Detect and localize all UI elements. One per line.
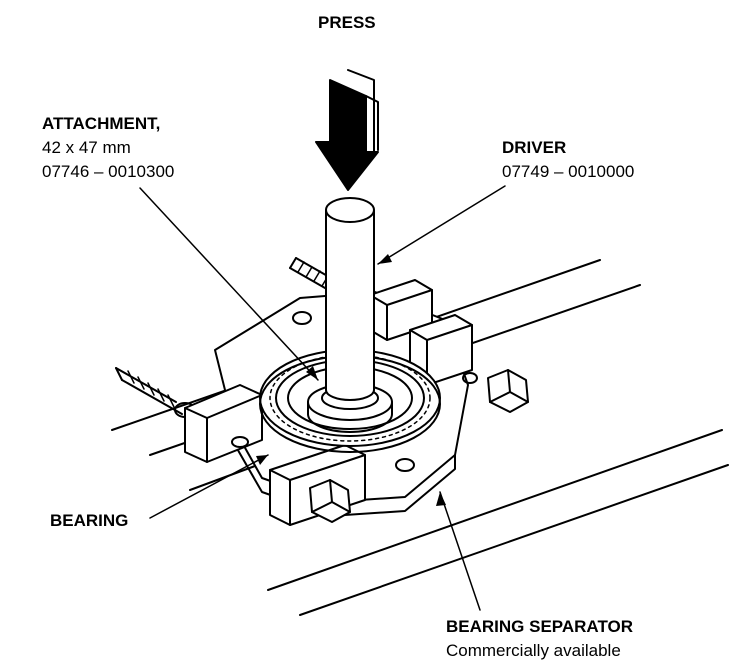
attachment-part-number: 07746 – 0010300 [42, 162, 175, 181]
bearing-separator-label: BEARING SEPARATOR [446, 617, 634, 636]
leader-lines [139, 185, 506, 611]
attachment-size: 42 x 47 mm [42, 138, 131, 157]
right-hex-nut [487, 369, 529, 413]
attachment-label: ATTACHMENT, [42, 114, 161, 133]
left-threaded-bolt [115, 367, 196, 418]
driver-label: DRIVER [502, 138, 567, 157]
driver-shaft [325, 197, 375, 401]
driver-part-number: 07749 – 0010000 [502, 162, 635, 181]
separator-left-block [184, 384, 263, 463]
press-label: PRESS [318, 13, 376, 32]
front-hex-nut [309, 479, 351, 523]
bearing-separator-note: Commercially available [446, 641, 621, 660]
bearing-label: BEARING [50, 511, 129, 530]
press-arrow [315, 69, 379, 191]
leader-arrowheads [256, 254, 446, 506]
